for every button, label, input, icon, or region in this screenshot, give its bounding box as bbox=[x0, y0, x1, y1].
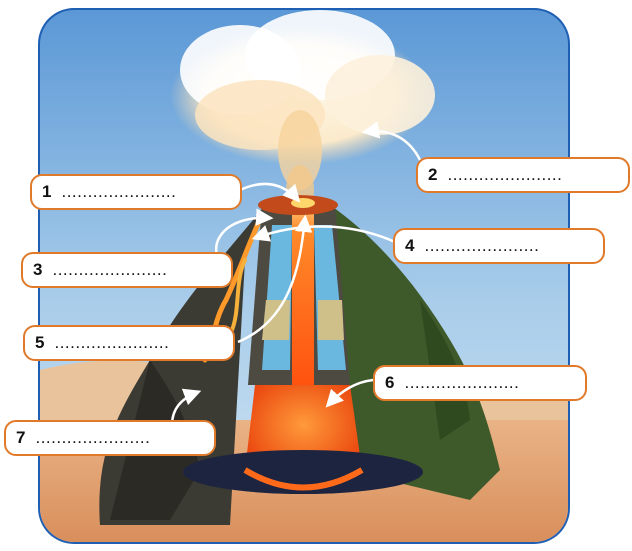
label-number: 1 bbox=[42, 182, 51, 202]
label-number: 2 bbox=[428, 165, 437, 185]
label-number: 7 bbox=[16, 428, 25, 448]
label-box-7[interactable]: 7 ...................... bbox=[4, 420, 216, 456]
label-box-1[interactable]: 1 ...................... bbox=[30, 174, 242, 210]
crater-glow bbox=[291, 198, 315, 208]
answer-blank: ...................... bbox=[61, 182, 176, 202]
label-box-4[interactable]: 4 ...................... bbox=[393, 228, 605, 264]
label-number: 6 bbox=[385, 373, 394, 393]
label-number: 3 bbox=[33, 260, 42, 280]
label-box-2[interactable]: 2 ...................... bbox=[416, 157, 630, 193]
layer-right-2 bbox=[318, 300, 344, 340]
label-box-5[interactable]: 5 ...................... bbox=[23, 325, 235, 361]
layer-left-2 bbox=[262, 300, 290, 340]
label-number: 4 bbox=[405, 236, 414, 256]
answer-blank: ...................... bbox=[54, 333, 169, 353]
answer-blank: ...................... bbox=[424, 236, 539, 256]
label-box-6[interactable]: 6 ...................... bbox=[373, 365, 587, 401]
answer-blank: ...................... bbox=[52, 260, 167, 280]
answer-blank: ...................... bbox=[447, 165, 562, 185]
answer-blank: ...................... bbox=[404, 373, 519, 393]
label-box-3[interactable]: 3 ...................... bbox=[21, 252, 233, 288]
label-number: 5 bbox=[35, 333, 44, 353]
answer-blank: ...................... bbox=[35, 428, 150, 448]
